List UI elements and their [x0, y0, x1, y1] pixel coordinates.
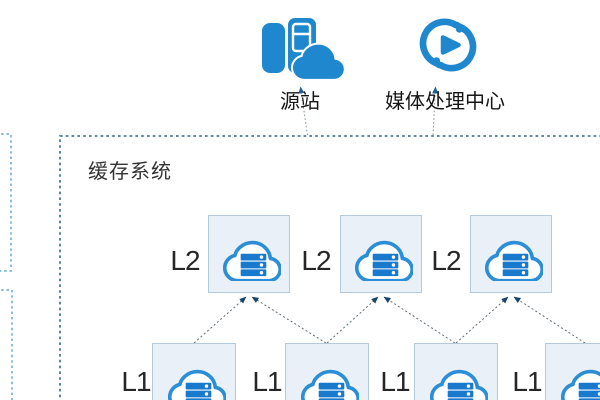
cache-system-label: 缓存系统 [88, 161, 172, 183]
cloud-server-icon [162, 357, 226, 400]
l1-node-1 [285, 343, 369, 400]
cache-system-dashed-border [59, 135, 600, 400]
cloud-server-icon [424, 357, 488, 400]
media-center-label: 媒体处理中心 [385, 91, 505, 113]
l2-node-label: L2 [431, 245, 461, 276]
edge-l1-1-l2-1 [326, 296, 379, 344]
media-processing-sync-play-icon [419, 18, 477, 72]
l1-node-label: L1 [512, 366, 542, 397]
origin-label: 源站 [280, 91, 320, 113]
cloud-server-icon [479, 228, 543, 281]
cloud-server-icon [295, 357, 359, 400]
edge-l1-2-l2-1 [383, 296, 456, 344]
l1-node-2 [414, 343, 498, 400]
cloud-server-icon [217, 228, 281, 281]
edge-cache-to-origin [298, 86, 309, 136]
left-partial-box-top [0, 133, 12, 272]
cloud-server-icon [555, 357, 600, 400]
l2-node-label: L2 [301, 245, 331, 276]
edge-l1-1-l2-0 [251, 296, 327, 344]
l2-node-1 [340, 215, 422, 293]
edge-l1-2-l2-2 [455, 296, 509, 344]
l1-node-label: L1 [121, 366, 151, 397]
l2-node-label: L2 [170, 245, 200, 276]
left-partial-box-bottom [0, 289, 13, 400]
cloud-server-icon [349, 228, 413, 281]
l1-node-label: L1 [380, 366, 410, 397]
l2-node-0 [208, 215, 290, 293]
l1-node-3 [545, 343, 600, 400]
l1-node-0 [152, 343, 236, 400]
origin-server-cloud-icon [262, 18, 346, 79]
l2-node-2 [470, 215, 552, 293]
l1-node-label: L1 [252, 366, 282, 397]
edge-l1-0-l2-0 [193, 296, 247, 344]
edge-cache-to-media-center [432, 86, 439, 136]
edge-l1-3-l2-2 [513, 296, 586, 344]
